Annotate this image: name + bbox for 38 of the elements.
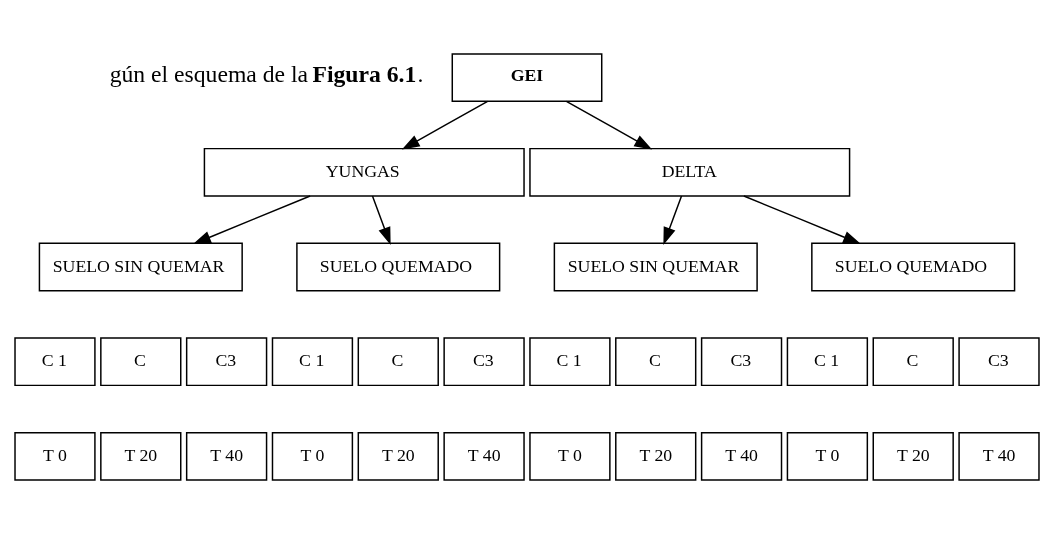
node-box: SUELO QUEMADO (811, 242, 1016, 292)
node-box: SUELO QUEMADO (296, 242, 501, 292)
arrow (663, 195, 683, 245)
node-box: T 20 (100, 432, 182, 481)
node-box: T 0 (786, 432, 869, 481)
node-box: C 1 (786, 337, 869, 387)
arrow (193, 195, 311, 245)
node-box: T 20 (357, 432, 439, 481)
node-box: C 1 (271, 337, 354, 387)
node-box: YUNGAS (203, 147, 525, 197)
node-box: T 0 (529, 432, 611, 481)
node-box: T 0 (14, 432, 96, 481)
node-box: T 40 (443, 432, 525, 481)
node-box: DELTA (529, 147, 851, 197)
node-box: T 20 (872, 432, 954, 481)
node-box: C (100, 337, 182, 387)
node-box: C3 (443, 337, 525, 387)
node-box: T 0 (271, 432, 354, 481)
node-box: C 1 (14, 337, 96, 387)
arrow (401, 100, 489, 150)
label: gún el esquema de la Figura 6.1. (109, 60, 424, 87)
node-box: T 40 (185, 432, 268, 481)
arrow (371, 195, 391, 245)
arrow (743, 195, 861, 245)
node-box: C (357, 337, 439, 387)
node-box: SUELO SIN QUEMAR (38, 242, 243, 292)
node-box: C (615, 337, 697, 387)
node-box: GEI (451, 53, 603, 102)
node-box: C (872, 337, 954, 387)
node-box: T 40 (700, 432, 783, 481)
node-box: C3 (958, 337, 1040, 387)
node-box: SUELO SIN QUEMAR (553, 242, 758, 292)
node-box: C3 (185, 337, 268, 387)
arrow (565, 100, 653, 150)
node-box: T 20 (615, 432, 697, 481)
node-box: C3 (700, 337, 783, 387)
node-box: C 1 (529, 337, 611, 387)
node-box: T 40 (958, 432, 1040, 481)
